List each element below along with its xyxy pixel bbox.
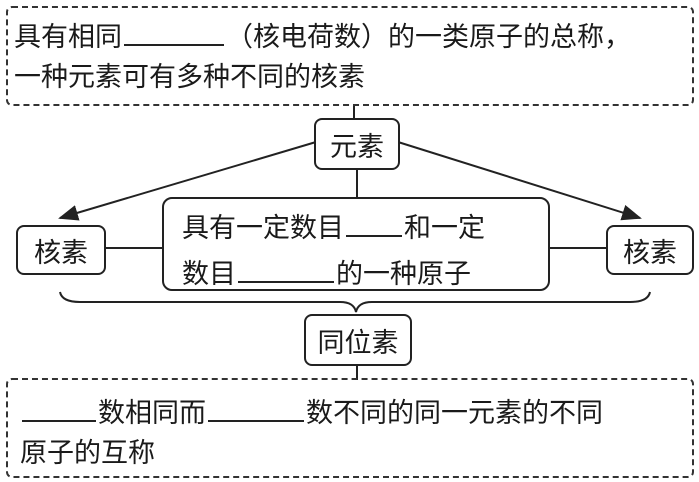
arrow-element-to-left-nuclide: [58, 141, 317, 221]
brace: [59, 291, 651, 313]
left-nuclide-node: 核素: [16, 225, 106, 275]
element-definition-line2: 一种元素可有多种不同的核素: [14, 62, 365, 93]
arrow-element-to-right-nuclide: [397, 141, 642, 221]
nuclide-definition-text-d: 的一种原子: [336, 259, 471, 290]
right-nuclide-label: 核素: [623, 237, 677, 269]
nuclide-definition-text-a: 具有一定数目: [182, 213, 344, 244]
isotope-node-label: 同位素: [317, 327, 399, 359]
isotope-definition-line2: 原子的互称: [20, 438, 155, 469]
isotope-definition-line1: 数相同而 数不同的同一元素的不同: [20, 390, 692, 434]
isotope-definition-text-b: 数不同的同一元素的不同: [306, 398, 603, 429]
element-definition-text-b: （核电荷数）的一类原子的总称，: [226, 22, 631, 53]
blank-proton-count[interactable]: [346, 205, 402, 237]
left-nuclide-label: 核素: [34, 237, 88, 269]
right-nuclide-node: 核素: [606, 225, 694, 275]
element-node-label: 元素: [330, 131, 384, 163]
element-definition-box: 具有相同 （核电荷数）的一类原子的总称， 一种元素可有多种不同的核素: [6, 6, 694, 106]
isotope-node: 同位素: [304, 314, 412, 366]
element-definition-text-a: 具有相同: [14, 22, 122, 53]
element-node: 元素: [314, 118, 400, 170]
blank-proton[interactable]: [22, 390, 96, 422]
isotope-definition-box: 数相同而 数不同的同一元素的不同 原子的互称: [6, 378, 694, 478]
nuclide-definition-box: 具有一定数目 和一定 数目 的一种原子: [162, 197, 550, 291]
blank-proton-number[interactable]: [124, 14, 224, 46]
isotope-definition-text-a: 数相同而: [98, 398, 206, 429]
blank-neutron[interactable]: [208, 390, 304, 422]
blank-neutron-count[interactable]: [238, 251, 334, 283]
nuclide-definition-line1: 具有一定数目 和一定: [182, 205, 548, 251]
nuclide-definition-text-c: 数目: [182, 259, 236, 290]
nuclide-definition-line2: 数目 的一种原子: [182, 251, 548, 297]
nuclide-definition-text-b: 和一定: [404, 213, 485, 244]
element-definition-line1: 具有相同 （核电荷数）的一类原子的总称，: [14, 14, 692, 58]
